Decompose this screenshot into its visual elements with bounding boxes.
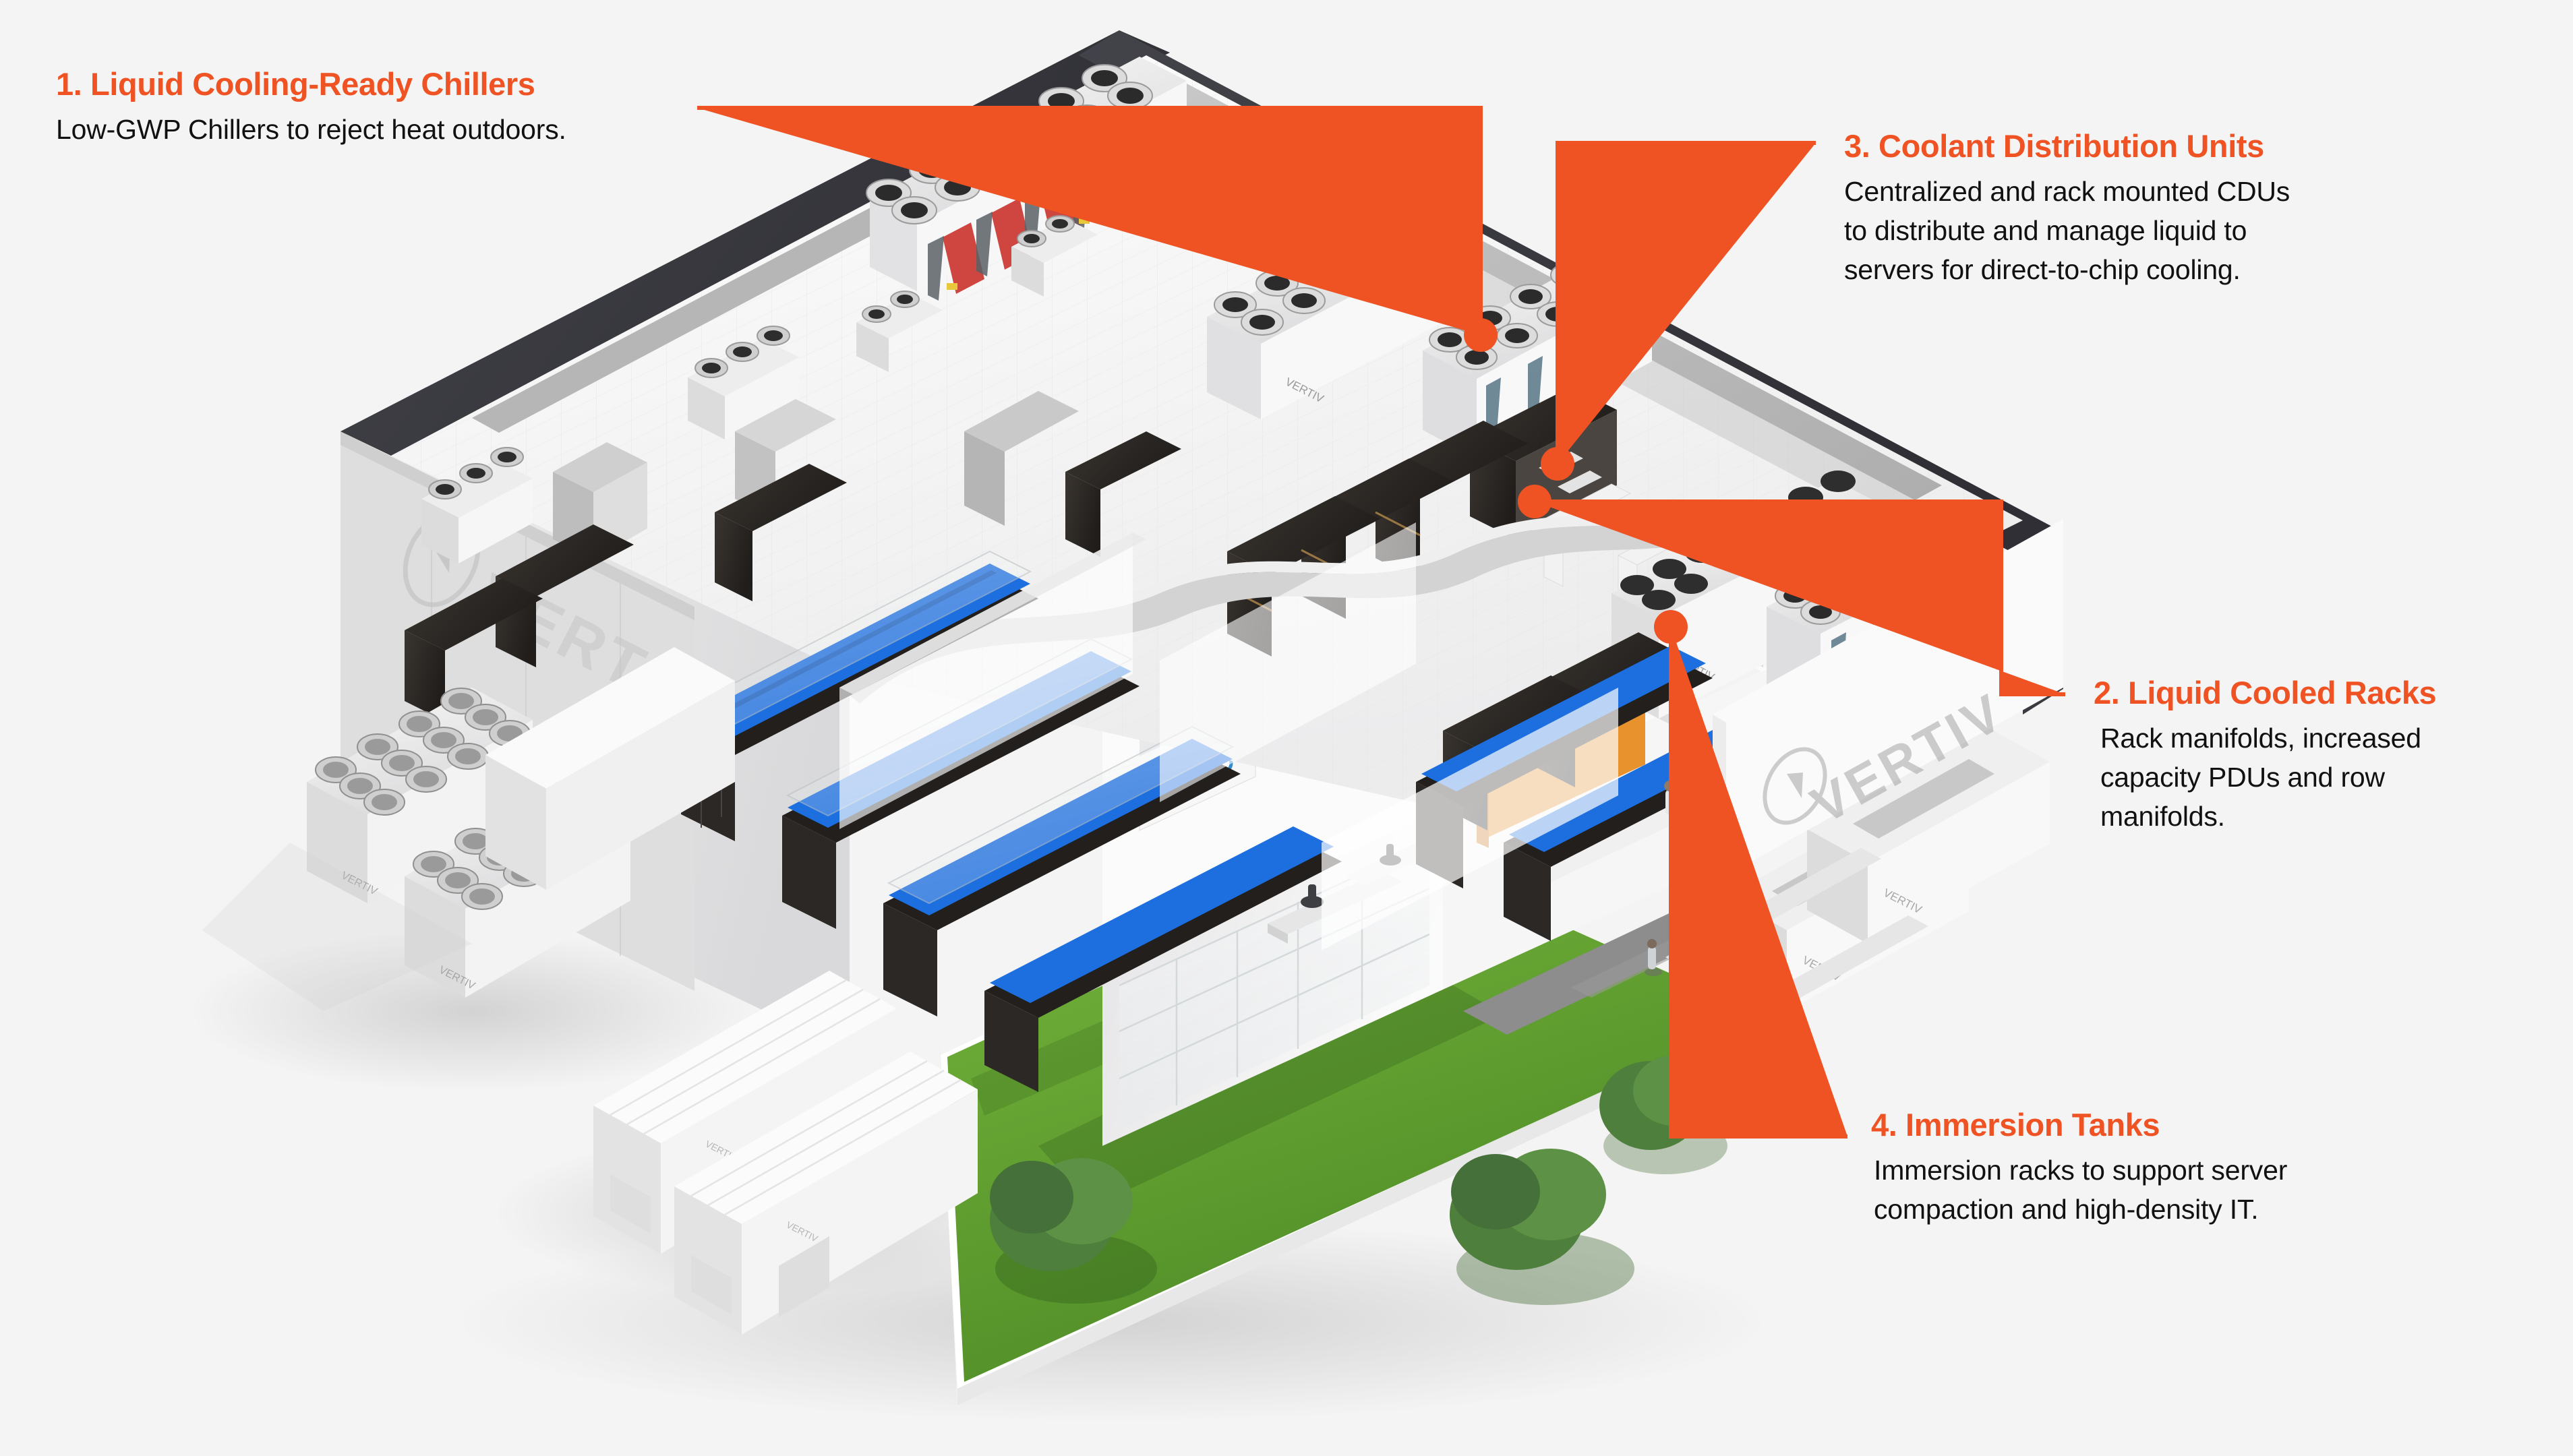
callout-2-body: Rack manifolds, increased capacity PDUs … [2100,719,2436,837]
callout-4: 4. Immersion Tanks Immersion racks to su… [1871,1108,2287,1229]
callout-2-title: 2. Liquid Cooled Racks [2094,675,2437,710]
callout-3-body-line: servers for direct-to-chip cooling. [1844,254,2241,286]
callout-1: 1. Liquid Cooling-Ready Chillers Low-GWP… [56,67,566,149]
callout-3-title: 3. Coolant Distribution Units [1844,128,2264,164]
outdoor-chiller-bank-left: VERTIV [307,647,735,998]
callout-2-body-line: manifolds. [2100,801,2225,832]
callout-3-body-line: to distribute and manage liquid to [1844,215,2247,247]
callout-2: 2. Liquid Cooled Racks Rack manifolds, i… [2094,675,2437,837]
callout-4-body-line: compaction and high-density IT. [1874,1194,2259,1225]
person-in-data-hall [1664,781,1675,814]
callout-1-body: Low-GWP Chillers to reject heat outdoors… [56,110,566,149]
prefab-modules: VERTIV VERTIV [593,971,978,1335]
upper-equipment-rooms [405,391,1181,721]
callout-3-body: Centralized and rack mounted CDUs to dis… [1844,172,2290,290]
callout-1-body-line: Low-GWP Chillers to reject heat outdoors… [56,113,566,145]
partition-walls [839,522,1618,950]
callout-3-body-line: Centralized and rack mounted CDUs [1844,175,2290,207]
callout-4-title: 4. Immersion Tanks [1871,1107,2160,1143]
callout-4-body: Immersion racks to support server compac… [1874,1151,2287,1229]
callout-4-body-line: Immersion racks to support server [1874,1154,2288,1186]
callout-2-body-line: Rack manifolds, increased [2100,722,2421,754]
callout-3: 3. Coolant Distribution Units Centralize… [1844,129,2290,289]
callout-1-title: 1. Liquid Cooling-Ready Chillers [56,66,535,102]
person-on-walkway [1645,939,1662,976]
callout-2-body-line: capacity PDUs and row [2100,762,2385,793]
